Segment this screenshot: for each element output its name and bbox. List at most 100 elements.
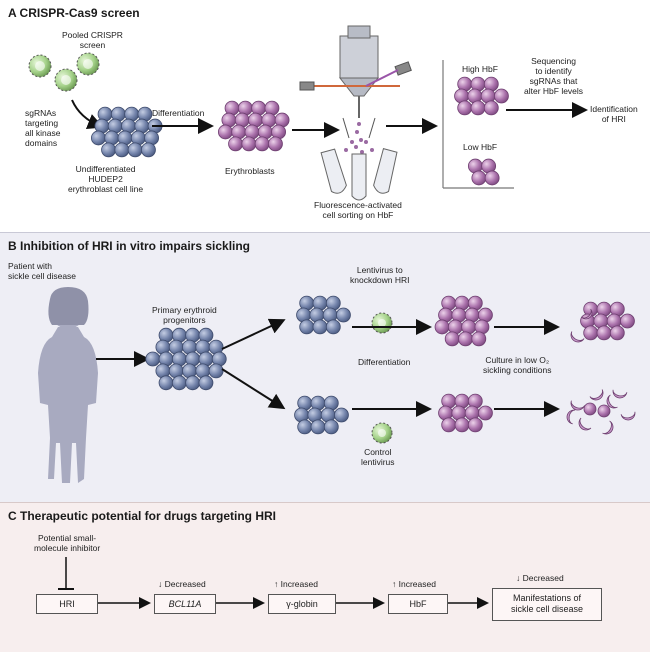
control-virus-icon [371, 422, 393, 444]
purple-cell [467, 417, 483, 433]
purple-cell [609, 325, 625, 341]
blue-cell [299, 319, 315, 335]
purple-cell [457, 100, 473, 116]
sickle-cell [570, 331, 585, 343]
sickle-cell [566, 409, 576, 425]
droplet [354, 145, 358, 149]
purple-cell [583, 325, 599, 341]
droplet [344, 148, 348, 152]
purple-cell [483, 100, 499, 116]
sickle-cell [612, 389, 628, 399]
purple-cell [241, 136, 257, 152]
purple-cell [583, 402, 597, 416]
differentiation-label-a: Differentiation [152, 108, 205, 118]
control-blue-cells [294, 395, 349, 435]
purple-cell [620, 313, 635, 329]
blue-cell [310, 419, 326, 435]
control-purple-cells [438, 393, 493, 433]
panel-a-artwork [28, 25, 588, 201]
blue-cell [198, 375, 214, 391]
blue-cell [91, 130, 106, 146]
sickle-cell [578, 417, 592, 431]
virus-icon [28, 52, 100, 92]
erythroblasts-label: Erythroblasts [225, 166, 275, 176]
purple-cell [254, 136, 270, 152]
few-sickled-cells [570, 301, 635, 343]
panel-c: C Therapeutic potential for drugs target… [0, 502, 650, 652]
sickle-cell [570, 400, 585, 411]
purple-cell [478, 405, 493, 421]
sickle-cell [589, 389, 604, 401]
blue-cell [336, 307, 351, 323]
bcl11a-box: BCL11A [154, 594, 216, 614]
virus-icon [371, 312, 393, 334]
blue-cell [312, 319, 328, 335]
droplet [364, 140, 368, 144]
panel-a-title: A CRISPR-Cas9 screen [8, 6, 140, 20]
droplet [359, 138, 363, 142]
panel-b-title: B Inhibition of HRI in vitro impairs sic… [8, 239, 251, 253]
droplet [350, 140, 354, 144]
increased-label-2: ↑ Increased [392, 579, 436, 589]
purple-cell [441, 417, 457, 433]
droplet [360, 150, 364, 154]
sickle-cell [602, 420, 614, 435]
purple-cell [268, 136, 283, 152]
cell-sorter-icon [299, 25, 412, 139]
blue-cell [145, 351, 161, 367]
purple-cell [470, 100, 486, 116]
blue-cell-cluster [91, 106, 163, 158]
knockdown-blue-cells [296, 295, 351, 335]
increased-label-1: ↑ Increased [274, 579, 318, 589]
high-hbf-cells [454, 76, 509, 116]
hri-box: HRI [36, 594, 98, 614]
blue-cell [158, 375, 174, 391]
purple-cell-cluster [217, 100, 290, 152]
blue-cell [171, 375, 187, 391]
patient-silhouette-icon [38, 287, 98, 483]
purple-cell [484, 170, 500, 186]
knockdown-purple-cells [434, 295, 493, 347]
blue-cell [101, 142, 116, 158]
sorted-droplets [344, 122, 374, 154]
purple-cell [471, 331, 487, 347]
arrow-up-branch [221, 318, 286, 350]
blue-cell [114, 142, 130, 158]
results-plot-frame [442, 60, 514, 189]
low-hbf-cells [467, 158, 500, 186]
blue-cell [208, 363, 224, 379]
decreased-label-1: ↓ Decreased [158, 579, 206, 589]
sickle-cell [620, 411, 636, 421]
droplet [370, 148, 374, 152]
blue-cell [127, 142, 143, 158]
purple-cell [471, 170, 487, 186]
progenitor-cell-cluster [145, 327, 227, 391]
blue-cell [297, 419, 313, 435]
blue-cell [334, 407, 349, 423]
blue-cell [325, 319, 341, 335]
panel-c-artwork [58, 557, 489, 609]
purple-cell [228, 136, 243, 152]
arrow-down-branch [221, 368, 286, 410]
high-hbf-label: High HbF [462, 64, 498, 74]
purple-cell [444, 331, 460, 347]
decreased-label-2: ↓ Decreased [516, 573, 564, 583]
panel-b-artwork [38, 287, 636, 483]
blue-cell [141, 142, 156, 158]
low-hbf-label: Low HbF [463, 142, 498, 152]
purple-cell [217, 124, 233, 140]
purple-cell [434, 319, 450, 335]
blue-cell [185, 375, 201, 391]
droplet [355, 130, 359, 134]
collection-tubes-icon [320, 147, 398, 201]
